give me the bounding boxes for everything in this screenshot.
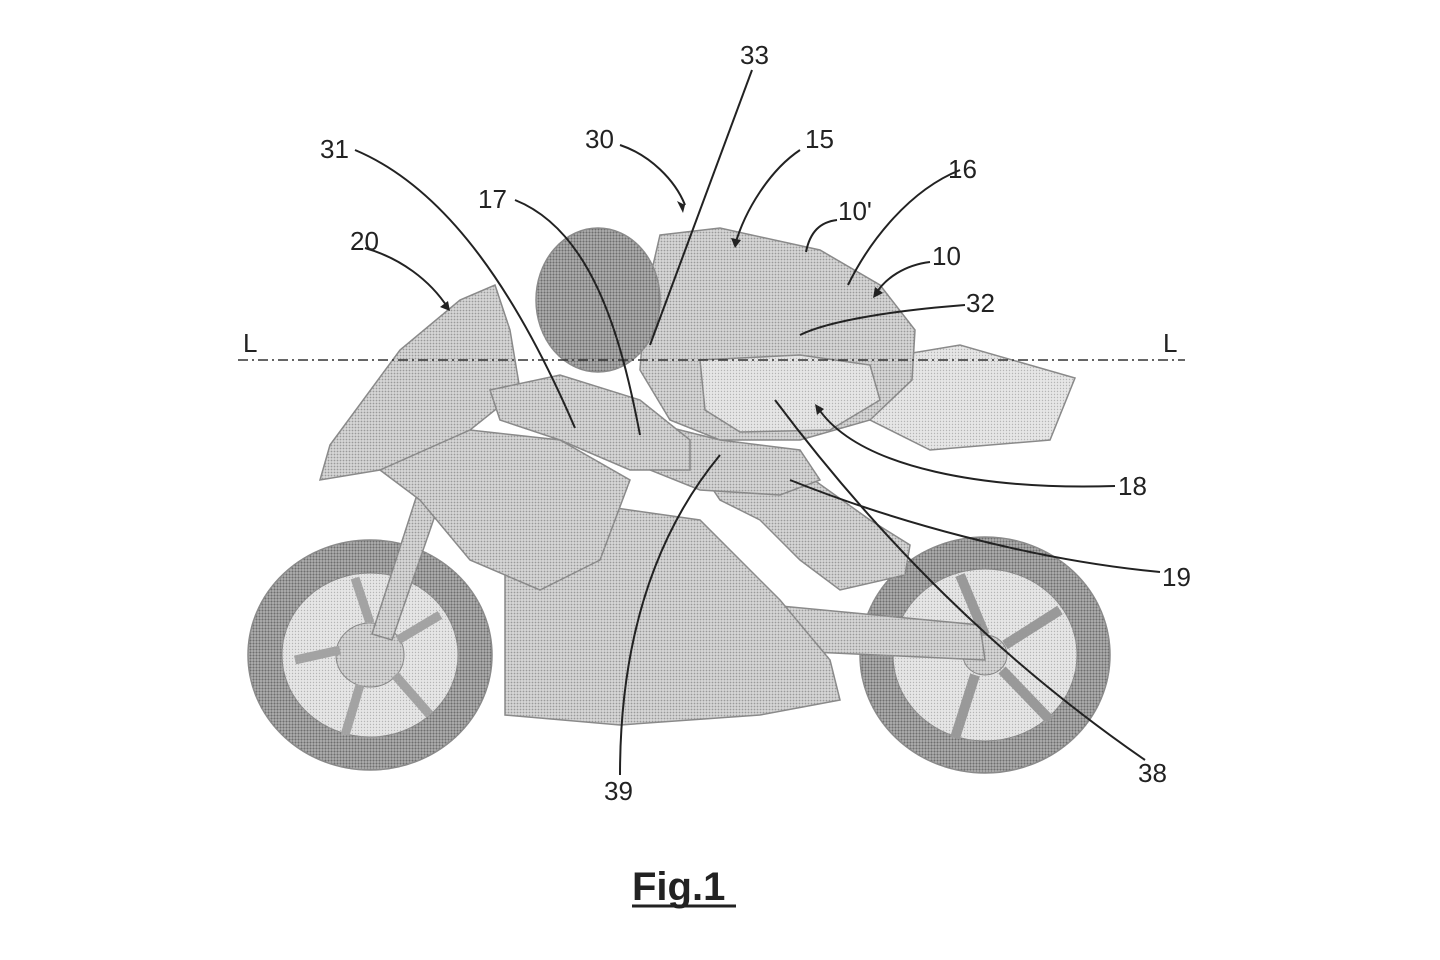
arrowhead-20 (440, 301, 450, 311)
arrowhead-30 (677, 201, 685, 213)
ref-17: 17 (478, 184, 507, 214)
leader-39 (619, 454, 721, 776)
ref-10: 10 (932, 241, 961, 271)
leader-19 (789, 479, 1161, 573)
ref-31: 31 (320, 134, 349, 164)
motorcycle (247, 283, 1111, 774)
ref-38: 38 (1138, 758, 1167, 788)
rider-helmet (535, 227, 661, 373)
ref-20: 20 (350, 226, 379, 256)
leader-31 (354, 149, 576, 429)
arrowhead-15 (731, 238, 741, 248)
ref-30: 30 (585, 124, 614, 154)
ref-39: 39 (604, 776, 633, 806)
rider (489, 227, 916, 591)
leader-20 (364, 247, 449, 309)
arrowhead-10 (873, 287, 883, 298)
leader-32 (799, 304, 966, 336)
leader-38 (774, 399, 1146, 761)
leader-lines (354, 69, 1161, 776)
rider-arm (489, 374, 691, 471)
leader-10p (805, 219, 838, 253)
leader-30 (619, 144, 686, 206)
ref-10-prime: 10' (838, 196, 872, 226)
ref-16: 16 (948, 154, 977, 184)
ref-19: 19 (1162, 562, 1191, 592)
ref-15: 15 (805, 124, 834, 154)
ref-32: 32 (966, 288, 995, 318)
airbag-element (699, 354, 881, 433)
reference-numerals: 33 31 30 15 16 17 10' 20 10 32 18 19 38 … (320, 40, 1191, 806)
leader-16 (847, 169, 961, 286)
axis-label-left: L (243, 328, 257, 358)
side-fairing (378, 429, 631, 591)
ref-18: 18 (1118, 471, 1147, 501)
leader-15 (734, 149, 801, 246)
front-wheel (247, 539, 493, 771)
arrowhead-18 (815, 404, 824, 415)
rider-leg (698, 469, 911, 591)
leader-33 (649, 69, 753, 346)
leader-17 (514, 199, 641, 436)
figure-caption: Fig.1 (632, 865, 725, 909)
leader-18 (817, 407, 1116, 488)
axis-label-right: L (1163, 328, 1177, 358)
ref-33: 33 (740, 40, 769, 70)
